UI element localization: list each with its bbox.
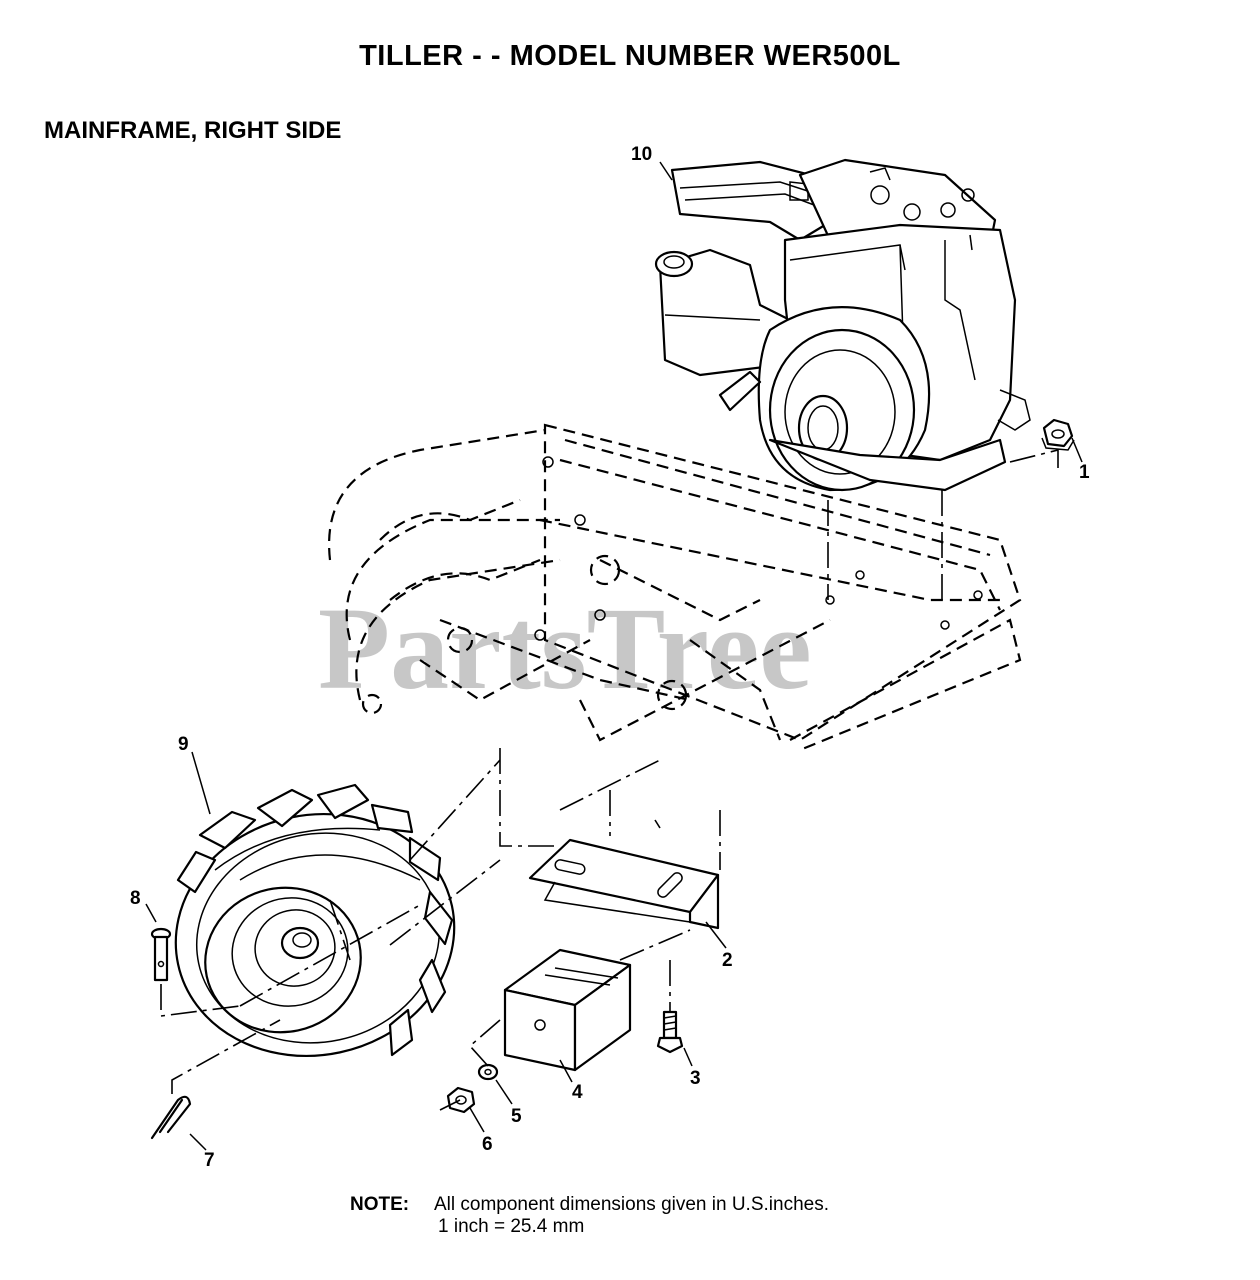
- washer: [477, 1063, 499, 1081]
- flange-nut: [1041, 418, 1075, 451]
- callout-9: 9: [178, 734, 189, 755]
- callout-3: 3: [690, 1068, 701, 1089]
- note-line-1: All component dimensions given in U.S.in…: [434, 1194, 829, 1215]
- engine: [654, 158, 1031, 492]
- note-line-2: 1 inch = 25.4 mm: [438, 1216, 585, 1237]
- bracket: [528, 838, 720, 930]
- callout-2: 2: [722, 950, 733, 971]
- callout-10: 10: [631, 144, 652, 165]
- assembly-leaders: [160, 448, 1059, 1111]
- note-label: NOTE:: [350, 1194, 410, 1215]
- callout-1: 1: [1079, 462, 1090, 483]
- hairpin-clip: [150, 1095, 192, 1140]
- callout-leaders: [145, 161, 1083, 1151]
- section-title: MAINFRAME, RIGHT SIDE: [44, 117, 342, 144]
- page-title: TILLER - - MODEL NUMBER WER500L: [359, 40, 901, 72]
- clevis-pin: [150, 927, 172, 982]
- callout-5: 5: [511, 1106, 522, 1127]
- bolt: [656, 1010, 684, 1054]
- note: NOTE: All component dimensions given in U…: [350, 1194, 829, 1238]
- callout-8: 8: [130, 888, 141, 909]
- callout-4: 4: [572, 1082, 583, 1103]
- part-callouts: 10 1 2 3 4 5 6 7 8 9: [130, 144, 1090, 1171]
- nut: [446, 1086, 476, 1114]
- wheel: [174, 783, 456, 1058]
- callout-7: 7: [204, 1150, 215, 1171]
- callout-6: 6: [482, 1134, 493, 1155]
- mainframe-outline: [328, 423, 1022, 752]
- weight-block: [503, 948, 632, 1072]
